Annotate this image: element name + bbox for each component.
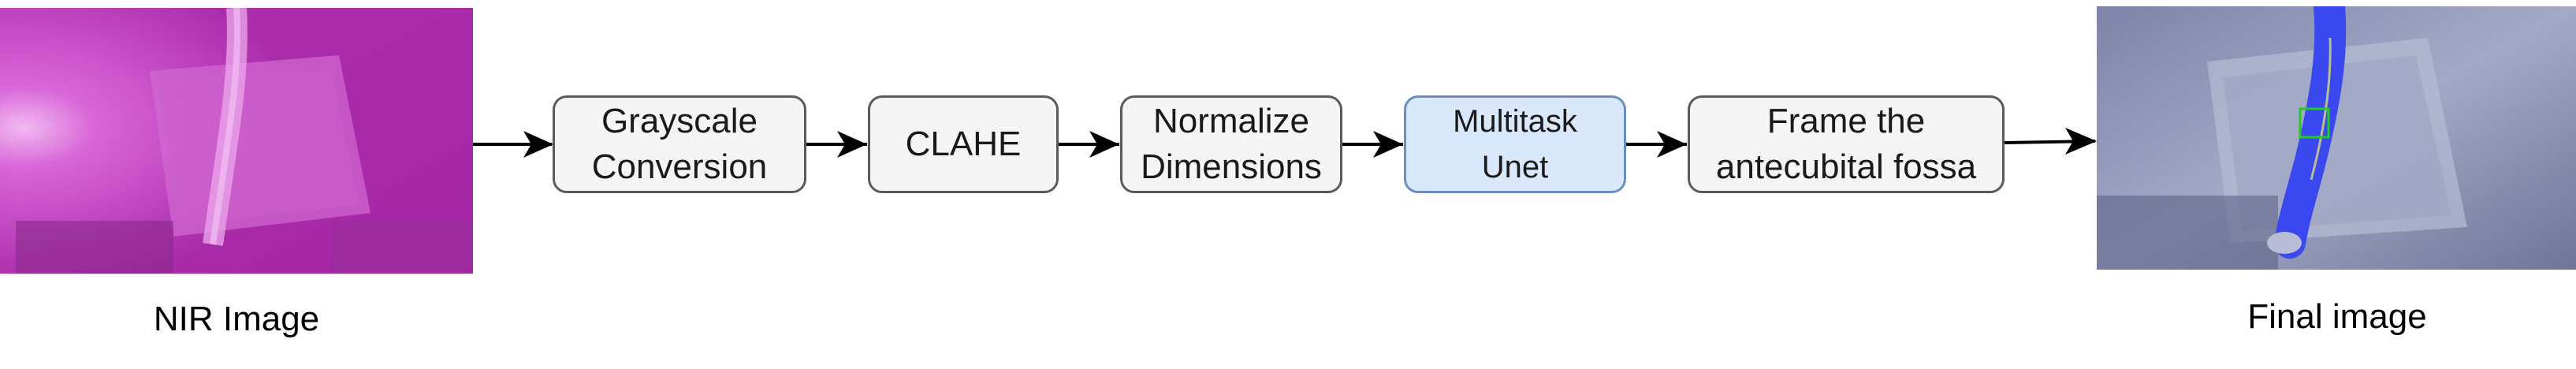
step-multitask-unet: Multitask Unet xyxy=(1404,95,1626,193)
step-frame-antecubital-fossa: Frame the antecubital fossa xyxy=(1688,95,2005,193)
nir-input-image xyxy=(0,8,473,274)
step-clahe: CLAHE xyxy=(868,95,1059,193)
input-image-caption: NIR Image xyxy=(153,300,320,338)
step-normalize-dimensions: Normalize Dimensions xyxy=(1120,95,1342,193)
final-output-image xyxy=(2097,6,2576,270)
output-image-caption: Final image xyxy=(2247,297,2427,336)
step-grayscale-conversion: Grayscale Conversion xyxy=(553,95,806,193)
arrowhead-3 xyxy=(1089,131,1119,158)
arrowhead-4 xyxy=(1373,131,1403,158)
arrowhead-2 xyxy=(837,131,867,158)
arrowhead-6 xyxy=(2065,128,2097,155)
arrowhead-1 xyxy=(523,131,553,158)
arrowhead-5 xyxy=(1657,131,1687,158)
